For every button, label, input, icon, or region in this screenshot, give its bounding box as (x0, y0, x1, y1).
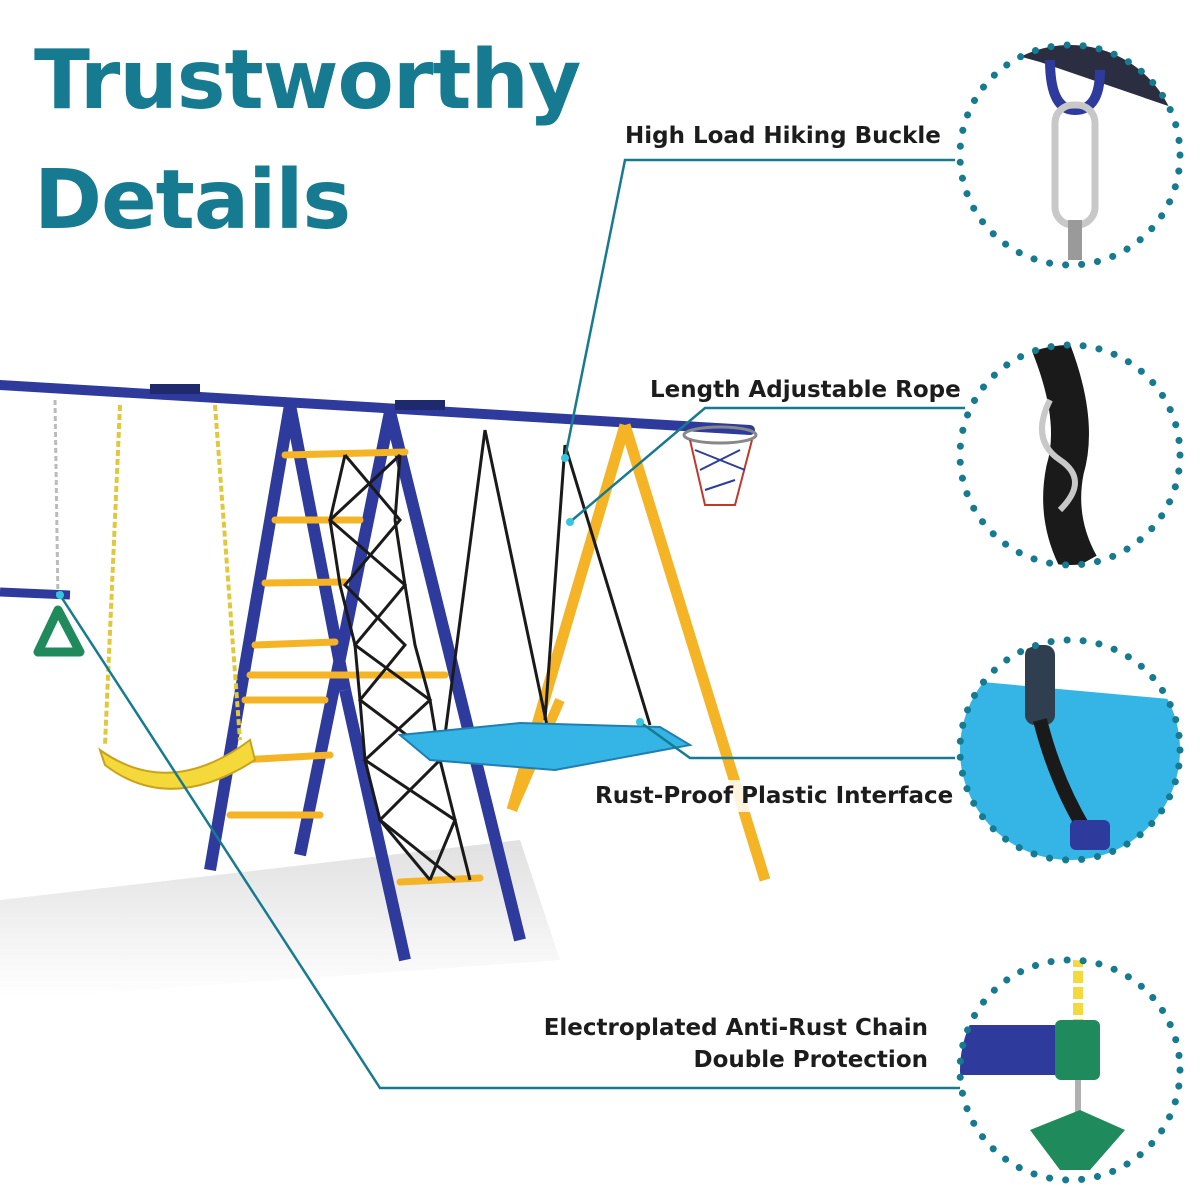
feature-label-plastic-interface: Rust-Proof Plastic Interface (595, 780, 954, 812)
cargo-net (327, 453, 472, 882)
chain-link-icon (956, 956, 1184, 1184)
trapeze-ring (33, 399, 85, 657)
plastic-connector-icon (956, 636, 1184, 864)
feature-label-anti-rust-chain: Electroplated Anti-Rust Chain Double Pro… (543, 1012, 928, 1076)
carabiner-icon (956, 41, 1184, 269)
platform-swing (397, 429, 693, 772)
belt-swing (98, 404, 257, 790)
feature-label-anti-rust-chain-line-2: Double Protection (693, 1047, 928, 1073)
leader-lines (58, 158, 965, 1090)
swing-set-frame (0, 380, 771, 962)
feature-label-adjustable-rope: Length Adjustable Rope (650, 374, 961, 406)
rope-knot-icon (956, 341, 1184, 569)
feature-label-anti-rust-chain-line-1: Electroplated Anti-Rust Chain (543, 1015, 928, 1041)
ground-shadow (0, 840, 560, 1000)
feature-label-hiking-buckle: High Load Hiking Buckle (625, 120, 941, 152)
basketball-hoop (682, 425, 758, 506)
headline-line-1: Trustworthy (34, 33, 581, 128)
headline-line-2: Details (34, 153, 351, 248)
leader-dots (56, 454, 644, 726)
